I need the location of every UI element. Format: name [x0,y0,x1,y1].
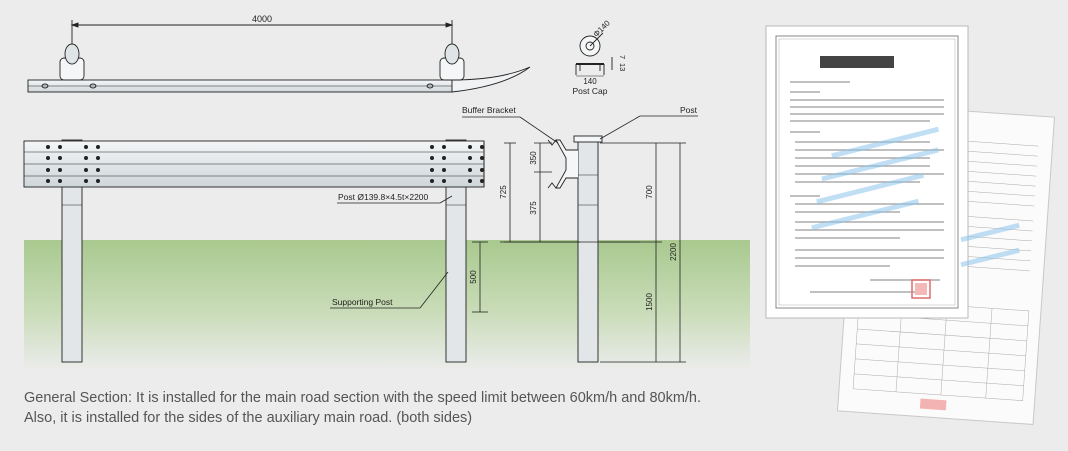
elevation-view [23,139,485,363]
bolt-pattern [46,145,484,183]
left-post [61,139,83,363]
section-leaders [462,115,698,144]
caption-line-2: Also, it is installed for the sides of t… [24,410,473,426]
buffer-bracket [555,139,578,189]
cap-h2-label: 7 [618,55,627,59]
figure-caption: General Section: It is installed for the… [24,388,744,428]
bracket-offset-label: 375 [529,201,538,215]
supporting-post-label: Supporting Post [332,297,393,307]
official-stamp [911,279,931,299]
section-dimensions [500,142,686,363]
middle-post [445,139,467,363]
cap-width-label: 140 [583,77,597,86]
side-section [547,135,603,363]
cap-h1-label: 13 [618,63,627,71]
dim-top-span: 4000 [252,14,272,24]
dim-supporting-embed [472,241,488,313]
post-spec-leader [337,195,453,204]
caption-line-1: General Section: It is installed for the… [24,390,702,406]
buffer-height-label: 350 [529,151,538,165]
section-post [577,139,599,363]
section-post-label: Post [680,105,698,115]
ground-area [24,240,750,370]
post-above-ground-label: 700 [645,185,654,199]
post-total-label: 2200 [669,243,678,261]
cap-diameter-label: Φ140 [592,18,613,39]
embed-depth-label: 1500 [645,293,654,311]
rail-height-label: 725 [499,185,508,199]
post-cap-detail [575,32,613,77]
buffer-bracket-label: Buffer Bracket [462,105,516,115]
plan-view [27,20,531,93]
certificate-front-page [765,25,1020,319]
supporting-embed-label: 500 [469,270,478,284]
post-spec-label: Post Ø139.8×4.5t×2200 [338,192,429,202]
supporting-post-leader [330,271,449,309]
post-cap-label: Post Cap [573,86,608,96]
